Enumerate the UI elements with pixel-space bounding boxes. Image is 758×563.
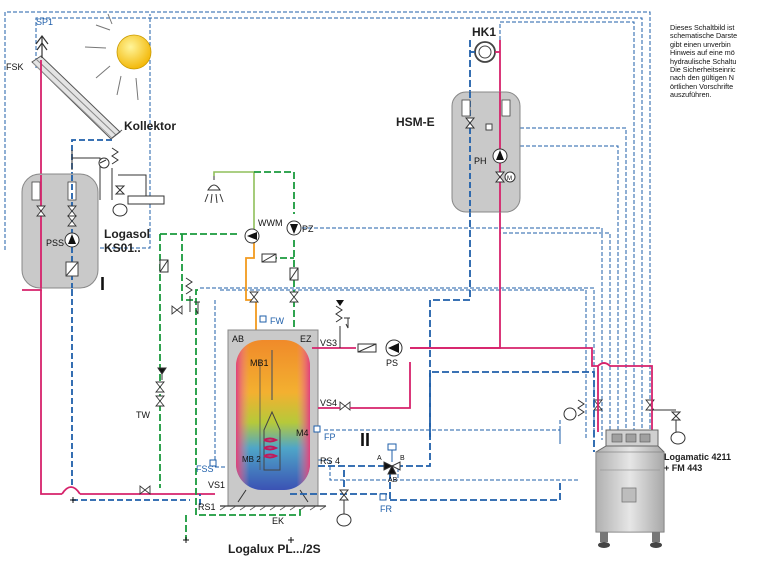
sun-icon (84, 13, 152, 101)
logasol-label: Logasol (104, 227, 150, 241)
note-line: schematische Darste (670, 31, 738, 41)
logasol-station (21, 173, 99, 289)
tee-markers (70, 497, 294, 543)
safety-group (71, 147, 165, 217)
valve-icons (36, 205, 77, 227)
pipe-crossover-icon (61, 486, 81, 495)
valve-b-label: B (400, 455, 405, 462)
fp-label: FP (324, 432, 336, 442)
logamatic-label: Logamatic 4211 (664, 452, 731, 462)
tw-label: TW (136, 410, 150, 420)
note-line: Hinweis auf eine mö (670, 48, 735, 58)
vs3-label: VS3 (320, 338, 337, 348)
pss-label: PSS (46, 238, 64, 248)
hsm-e-label: HSM-E (396, 115, 435, 129)
fw-label: FW (270, 316, 284, 326)
ps-label: PS (386, 358, 398, 368)
solar-collector (31, 55, 123, 140)
expansion-vessel-icons (336, 399, 686, 527)
fss-sensor-icon (209, 459, 217, 467)
fr-sensor-icon (379, 493, 387, 501)
logalux-tank (219, 329, 327, 511)
zone-one-label: I (100, 274, 105, 294)
safety-valve-icon (157, 277, 200, 380)
air-vent-icon (35, 35, 49, 58)
note-line: auszuführen. (670, 90, 712, 100)
fsk-label: FSK (6, 62, 24, 72)
solar-flow-pipe (22, 60, 215, 495)
note-line: Die Sicherheitseinric (670, 65, 736, 75)
fp-sensor-icon (313, 425, 321, 433)
kollektor-label: Kollektor (124, 119, 176, 133)
logasol-model-label: KS01.. (104, 241, 141, 255)
control-signal-lines (4, 11, 651, 481)
zone-two-label: II (360, 430, 370, 450)
mb1-label: MB1 (250, 358, 269, 368)
ab-label: AB (232, 334, 244, 344)
ps-pump-icon (335, 300, 403, 357)
rs4-label: RS 4 (320, 456, 340, 466)
vs4-label: VS4 (320, 398, 337, 408)
hsm-e-station: M (451, 91, 521, 213)
mb2-label: MB 2 (242, 455, 261, 464)
note-line: gibt einen unverbin (670, 39, 731, 49)
ph-label: PH (474, 156, 487, 166)
note-line: örtlichen Vorschrifte (670, 81, 734, 91)
logalux-label: Logalux PL.../2S (228, 542, 321, 556)
rs1-label: RS1 (198, 502, 216, 512)
vs1-label: VS1 (208, 480, 225, 490)
heating-return-pipe (290, 40, 595, 501)
valve-ab-label: AB (388, 477, 398, 484)
ek-label: EK (272, 516, 284, 526)
drinking-water-pipe (159, 171, 301, 540)
fr-label: FR (380, 504, 392, 514)
sp1-label: SP1 (36, 17, 53, 27)
shower-icon (204, 176, 224, 204)
m4-label: M4 (296, 428, 309, 438)
fw-sensor-icon (259, 315, 267, 323)
circulation-pump-icons (159, 220, 302, 281)
svg-text:M: M (507, 176, 512, 182)
fss-label: FSS (196, 464, 214, 474)
disclaimer-note: Dieses Schaltbild ist schematische Darst… (670, 24, 758, 124)
mixed-water-pipe (213, 171, 255, 230)
logamatic-module-label: + FM 443 (664, 463, 702, 473)
boiler-unit (595, 429, 665, 548)
hk1-label: HK1 (472, 25, 496, 39)
hk1-circuit-icon (470, 41, 500, 63)
note-line: hydraulische Schaltu (670, 56, 737, 66)
note-line: nach den gültigen N (670, 73, 734, 83)
three-way-valve-icon (383, 443, 401, 475)
ez-label: EZ (300, 334, 312, 344)
wwm-label: WWM (258, 218, 283, 228)
valve-a-label: A (377, 455, 382, 462)
pz-label: PZ (302, 224, 314, 234)
note-line: Dieses Schaltbild ist (670, 24, 735, 32)
